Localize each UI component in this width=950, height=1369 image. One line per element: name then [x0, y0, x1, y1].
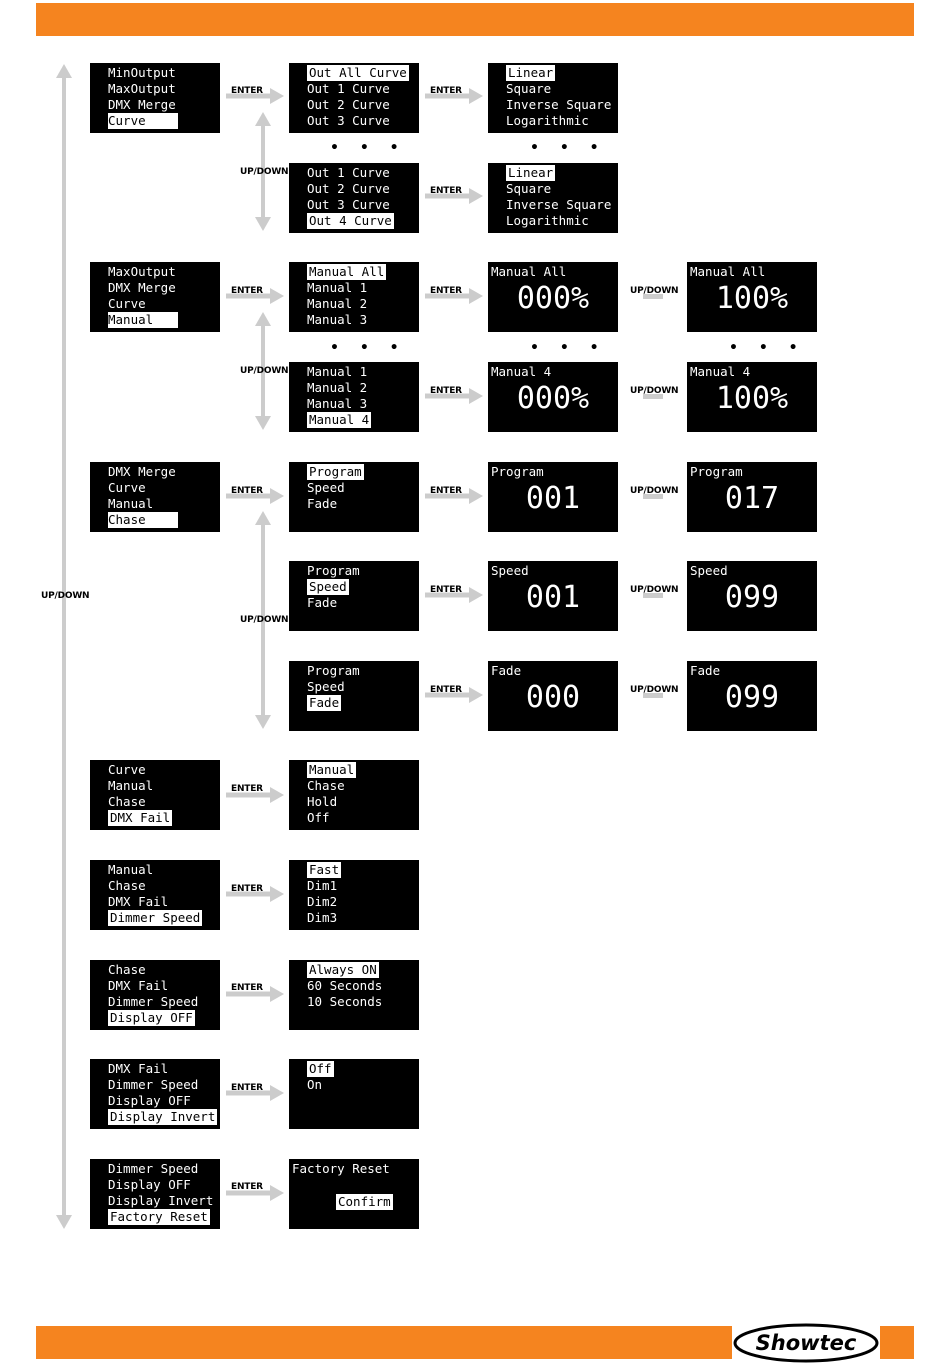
selected-item: Manual [108, 312, 178, 328]
enter-label: ENTER [430, 286, 462, 296]
updown-label: UP/DOWN [630, 386, 679, 396]
lcd-manual4-min: Manual 4 000% [488, 362, 618, 432]
updown-label: UP/DOWN [240, 366, 289, 376]
updown-label: UP/DOWN [630, 286, 679, 296]
selected-item: Linear [506, 165, 556, 181]
enter-label: ENTER [231, 86, 263, 96]
enter-label: ENTER [430, 86, 462, 96]
updown-label: UP/DOWN [240, 167, 289, 177]
enter-label: ENTER [231, 286, 263, 296]
lcd-fade-min: Fade 000 [488, 661, 618, 731]
lcd-manual-all-min: Manual All 000% [488, 262, 618, 332]
enter-label: ENTER [430, 486, 462, 496]
lcd-manual-sub2: Manual 1 Manual 2 Manual 3 Manual 4 [289, 362, 419, 432]
enter-label: ENTER [231, 486, 263, 496]
lcd-manual-sub1: Manual All Manual 1 Manual 2 Manual 3 [289, 262, 419, 332]
enter-label: ENTER [231, 784, 263, 794]
lcd-main-factory-reset: Dimmer Speed Display OFF Display Invert … [90, 1159, 220, 1229]
selected-item: Manual 4 [307, 412, 372, 428]
lcd-dmx-fail-options: Manual Chase Hold Off [289, 760, 419, 830]
enter-label: ENTER [430, 186, 462, 196]
selected-item: Factory Reset [108, 1209, 210, 1225]
selected-item: Linear [506, 65, 556, 81]
lcd-main-manual: MaxOutput DMX Merge Curve Manual [90, 262, 220, 332]
lcd-manual4-max: Manual 4 100% [687, 362, 817, 432]
lcd-dimmer-speed-options: Fast Dim1 Dim2 Dim3 [289, 860, 419, 930]
lcd-main-display-off: Chase DMX Fail Dimmer Speed Display OFF [90, 960, 220, 1030]
selected-item: Off [307, 1061, 334, 1077]
logo-wordmark: Showtec [756, 1331, 857, 1355]
updown-label: UP/DOWN [240, 615, 289, 625]
enter-label: ENTER [430, 685, 462, 695]
lcd-display-off-options: Always ON 60 Seconds 10 Seconds [289, 960, 419, 1030]
enter-label: ENTER [231, 884, 263, 894]
lcd-curve-opt2: Linear Square Inverse Square Logarithmic [488, 163, 618, 233]
ellipsis-dots: • • • [729, 340, 806, 356]
enter-label: ENTER [430, 386, 462, 396]
lcd-chase-sub-program: Program Speed Fade [289, 462, 419, 532]
updown-label: UP/DOWN [630, 685, 679, 695]
selected-item: Dimmer Speed [108, 910, 203, 926]
selected-item: Display Invert [108, 1109, 218, 1125]
lcd-chase-sub-speed: Program Speed Fade [289, 561, 419, 631]
factory-reset-title: Factory Reset [292, 1161, 390, 1176]
lcd-chase-sub-fade: Program Speed Fade [289, 661, 419, 731]
lcd-main-dmx-fail: Curve Manual Chase DMX Fail [90, 760, 220, 830]
enter-label: ENTER [430, 585, 462, 595]
lcd-main-display-invert: DMX Fail Dimmer Speed Display OFF Displa… [90, 1059, 220, 1129]
lcd-curve-sub1: Out All Curve Out 1 Curve Out 2 Curve Ou… [289, 63, 419, 133]
lcd-speed-min: Speed 001 [488, 561, 618, 631]
lcd-main-curve: MinOutput MaxOutput DMX Merge Curve [90, 63, 220, 133]
ellipsis-dots: • • • [330, 140, 407, 156]
lcd-main-dimmer-speed: Manual Chase DMX Fail Dimmer Speed [90, 860, 220, 930]
lcd-display-invert-options: Off On [289, 1059, 419, 1129]
lcd-program-min: Program 001 [488, 462, 618, 532]
selected-item: Fade [307, 695, 342, 711]
selected-item: Display OFF [108, 1010, 195, 1026]
updown-label: UP/DOWN [630, 486, 679, 496]
confirm-label: Confirm [336, 1194, 393, 1210]
enter-arrows [226, 88, 483, 1201]
updown-bars [643, 294, 663, 698]
main-arrow-head-down [56, 1215, 72, 1229]
selected-item: Out All Curve [307, 65, 409, 81]
selected-item: Fast [307, 862, 342, 878]
showtec-logo: Showtec [732, 1322, 880, 1364]
lcd-manual-all-max: Manual All 100% [687, 262, 817, 332]
enter-label: ENTER [231, 983, 263, 993]
selected-item: Program [307, 464, 364, 480]
header-bar [36, 3, 914, 36]
ellipsis-dots: • • • [330, 340, 407, 356]
selected-item: Manual [307, 762, 357, 778]
lcd-curve-sub2: Out 1 Curve Out 2 Curve Out 3 Curve Out … [289, 163, 419, 233]
main-updown-label: UP/DOWN [41, 591, 90, 601]
lcd-factory-reset-confirm: Factory Reset Confirm [289, 1159, 419, 1229]
selected-item: Curve [108, 113, 178, 129]
selected-item: Speed [307, 579, 349, 595]
selected-item: DMX Fail [108, 810, 173, 826]
lcd-fade-max: Fade 099 [687, 661, 817, 731]
updown-label: UP/DOWN [630, 585, 679, 595]
lcd-main-chase: DMX Merge Curve Manual Chase [90, 462, 220, 532]
ellipsis-dots: • • • [530, 340, 607, 356]
selected-item: Chase [108, 512, 178, 528]
selected-item: Manual All [307, 264, 387, 280]
ellipsis-dots: • • • [530, 140, 607, 156]
main-arrow-head-up [56, 64, 72, 78]
selected-item: Always ON [307, 962, 379, 978]
enter-label: ENTER [231, 1083, 263, 1093]
sub-updown-arrows [255, 112, 271, 729]
enter-label: ENTER [231, 1182, 263, 1192]
lcd-program-max: Program 017 [687, 462, 817, 532]
selected-item: Out 4 Curve [307, 213, 394, 229]
lcd-curve-opt1: Linear Square Inverse Square Logarithmic [488, 63, 618, 133]
lcd-speed-max: Speed 099 [687, 561, 817, 631]
